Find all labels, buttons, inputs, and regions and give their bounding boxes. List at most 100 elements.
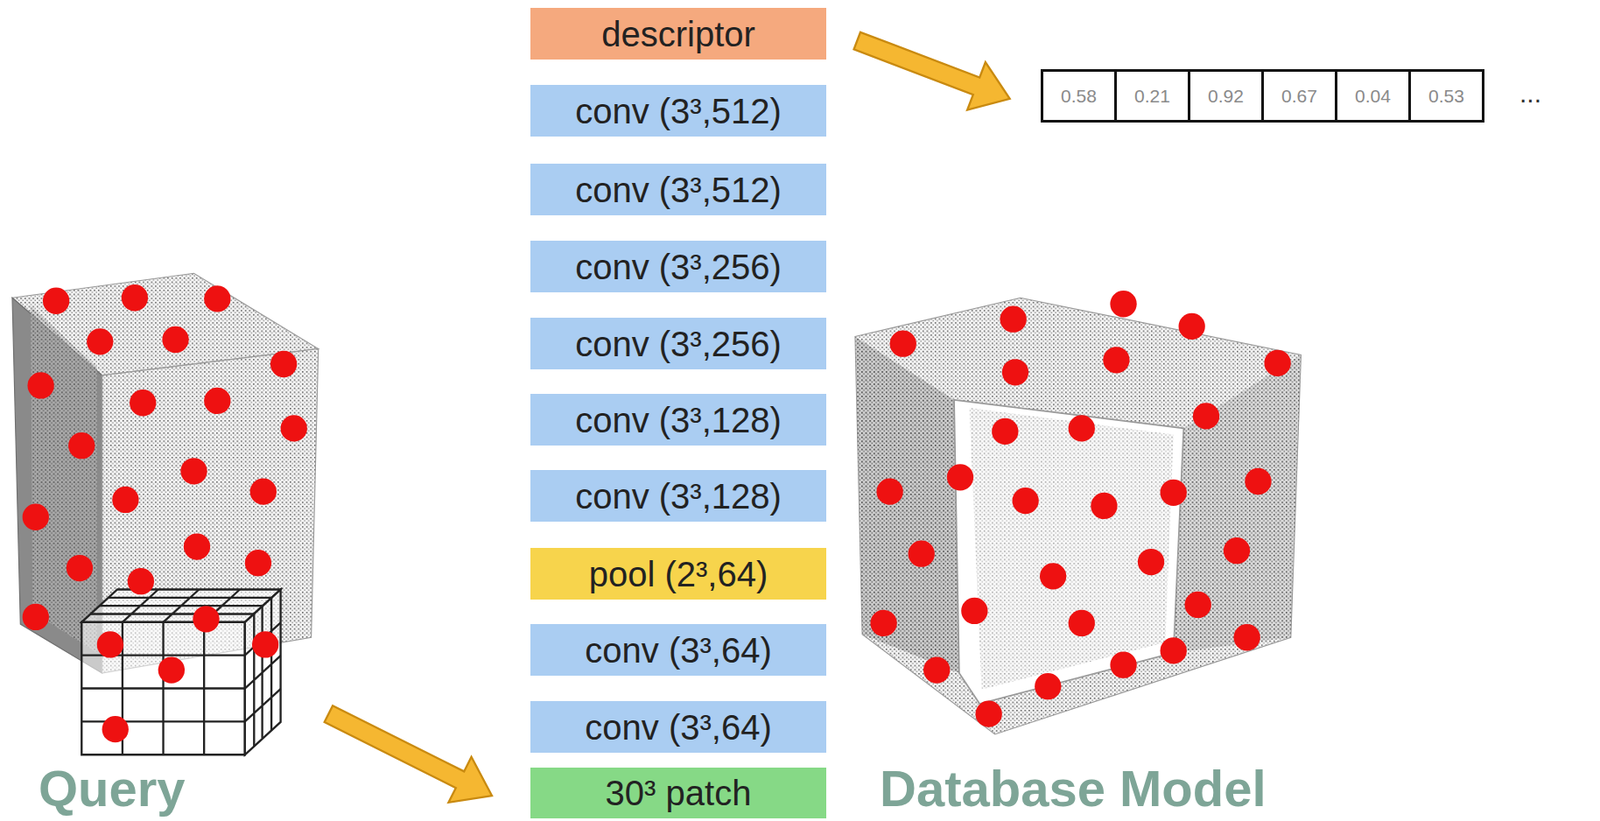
layer-box: conv (3³,128) [530, 393, 827, 446]
keypoint-dot [1109, 290, 1137, 317]
patch-cube [81, 589, 281, 755]
keypoint-dot [22, 504, 50, 531]
keypoint-dot [923, 656, 950, 683]
keypoint-dot [947, 463, 974, 491]
keypoint-dot [1160, 637, 1187, 664]
keypoint-dot [66, 554, 93, 582]
layer-label: conv (3³,256) [575, 249, 782, 285]
cube-grid-front [81, 622, 246, 755]
box-outer [855, 297, 1301, 735]
cube-front [81, 622, 246, 755]
keypoint-dot [270, 350, 297, 378]
ellipsis-label: ... [1519, 80, 1542, 107]
keypoint-dot [183, 533, 211, 560]
vector-cell: 0.53 [1408, 69, 1485, 123]
keypoint-dot [127, 568, 155, 595]
layer-label: descriptor [601, 16, 756, 52]
keypoint-dot [1000, 306, 1027, 333]
keypoint-dot [280, 414, 308, 442]
keypoint-dot [252, 631, 279, 658]
keypoint-dot [1109, 652, 1137, 679]
keypoint-dot [121, 284, 148, 311]
vector-cell: 0.92 [1187, 69, 1264, 123]
keypoint-dot [27, 371, 54, 399]
layer-box: pool (2³,64) [530, 547, 827, 600]
keypoint-dot [1178, 313, 1206, 340]
caption-label: Database Model [879, 763, 1267, 815]
arrow-shape [848, 16, 1019, 123]
patch-arrow [316, 691, 504, 819]
keypoint-dot [97, 631, 124, 658]
keypoint-dot [1192, 402, 1220, 429]
keypoint-dot [1068, 610, 1095, 637]
cabinet-side-texture [30, 306, 98, 653]
keypoint-dot [1263, 350, 1291, 377]
keypoint-dot [1244, 468, 1271, 495]
keypoint-dot [870, 610, 897, 637]
layer-label: conv (3³,512) [575, 93, 782, 129]
keypoint-dot [1068, 414, 1095, 442]
keypoint-dot [1102, 346, 1130, 373]
keypoint-dot [250, 477, 277, 505]
database-point-cloud [855, 297, 1301, 735]
layer-label: 30³ patch [605, 775, 752, 811]
keypoint-dot [68, 432, 95, 459]
layer-box: descriptor [530, 7, 827, 60]
keypoint-dot [961, 597, 988, 625]
keypoint-dot [42, 287, 70, 315]
layer-label: conv (3³,128) [575, 478, 782, 514]
layer-box: conv (3³,256) [530, 240, 827, 293]
layer-box: conv (3³,128) [530, 470, 827, 522]
box-opening [954, 400, 1184, 704]
keypoint-dot [161, 326, 189, 353]
vector-cell: 0.21 [1114, 69, 1191, 123]
keypoint-dot [1223, 537, 1250, 564]
box-right-face [1173, 354, 1302, 653]
keypoint-dot [102, 715, 129, 743]
keypoint-dot [1002, 358, 1029, 386]
keypoint-dot [86, 328, 113, 355]
layer-box: conv (3³,256) [530, 317, 827, 370]
layer-label: pool (2³,64) [589, 556, 769, 592]
layer-label: conv (3³,64) [584, 709, 772, 745]
layer-box: conv (3³,64) [530, 624, 827, 676]
keypoint-dot [1011, 487, 1039, 514]
keypoint-dot [112, 486, 139, 513]
layer-box: 30³ patch [530, 767, 827, 819]
keypoint-dot [129, 389, 156, 416]
layer-label: conv (3³,64) [584, 632, 772, 668]
layer-label: conv (3³,128) [575, 402, 782, 438]
box-left-face [855, 336, 960, 674]
layer-label: conv (3³,512) [575, 172, 782, 208]
layer-label: conv (3³,256) [575, 326, 782, 362]
keypoint-dot [1090, 492, 1117, 520]
keypoint-dot [908, 540, 935, 568]
keypoint-dot [991, 418, 1018, 445]
keypoint-dot [975, 701, 1003, 728]
keypoint-dot [203, 387, 231, 415]
keypoint-dot [1039, 562, 1067, 590]
keypoint-dot [1233, 624, 1260, 651]
keypoint-dot [876, 477, 903, 505]
vector-cell: 0.67 [1261, 69, 1338, 123]
vector-cell: 0.04 [1334, 69, 1411, 123]
layer-box: conv (3³,512) [530, 84, 827, 137]
keypoint-dot [192, 605, 219, 632]
keypoint-dot [890, 330, 917, 358]
keypoint-dot [22, 603, 50, 631]
keypoint-dot [203, 285, 231, 312]
keypoint-dot [245, 549, 272, 576]
cube-grid-side [245, 597, 281, 747]
keypoint-dot [1137, 548, 1165, 576]
vector-cell: 0.58 [1040, 69, 1117, 123]
keypoint-dot [158, 656, 185, 683]
keypoints [22, 284, 1292, 743]
caption-label: Query [38, 763, 186, 815]
descriptor-arrow [848, 16, 1019, 123]
layer-box: conv (3³,512) [530, 163, 827, 216]
keypoint-dot [180, 457, 207, 485]
keypoint-dot [1185, 591, 1212, 618]
